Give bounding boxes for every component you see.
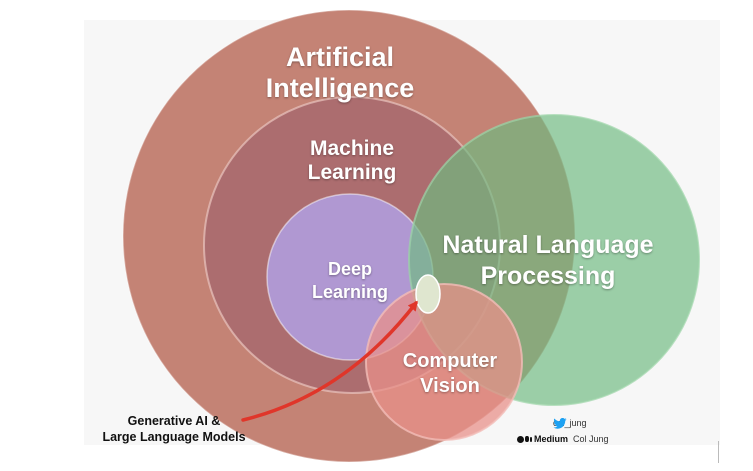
label-deep-learning: Deep Learning — [275, 258, 425, 305]
medium-logo: Medium — [517, 434, 568, 444]
callout-arrow — [241, 300, 418, 422]
label-line: Artificial — [285, 42, 395, 72]
label-artificial-intelligence: Artificial Intelligence — [215, 42, 465, 104]
label-machine-learning: Machine Learning — [252, 137, 452, 185]
medium-credit[interactable]: Medium Col Jung — [517, 434, 609, 444]
medium-author: Col Jung — [573, 434, 609, 444]
label-natural-language-processing: Natural Language Processing — [398, 230, 698, 293]
label-line: Natural Language — [442, 231, 654, 259]
callout-label: Generative AI & Large Language Models — [74, 413, 274, 446]
divider — [718, 441, 719, 463]
twitter-handle: col_jung — [553, 418, 587, 428]
label-computer-vision: Computer Vision — [360, 349, 540, 399]
label-line: Processing — [480, 262, 616, 291]
generative-ai-highlight — [415, 274, 441, 314]
circle-computer-vision — [365, 283, 523, 441]
medium-brand: Medium — [534, 434, 569, 444]
label-line: Deep — [327, 259, 372, 279]
callout-line: Generative AI & — [127, 414, 221, 428]
label-line: Learning — [311, 282, 388, 303]
label-line: Vision — [420, 375, 480, 397]
twitter-bird-icon — [553, 418, 567, 429]
label-line: Intelligence — [265, 72, 415, 103]
callout-line: Large Language Models — [102, 430, 246, 445]
label-line: Machine — [309, 137, 395, 160]
label-line: Learning — [307, 160, 397, 184]
twitter-credit[interactable]: col_jung — [553, 418, 587, 429]
label-line: Computer — [402, 350, 498, 372]
medium-dots-icon — [517, 435, 532, 443]
